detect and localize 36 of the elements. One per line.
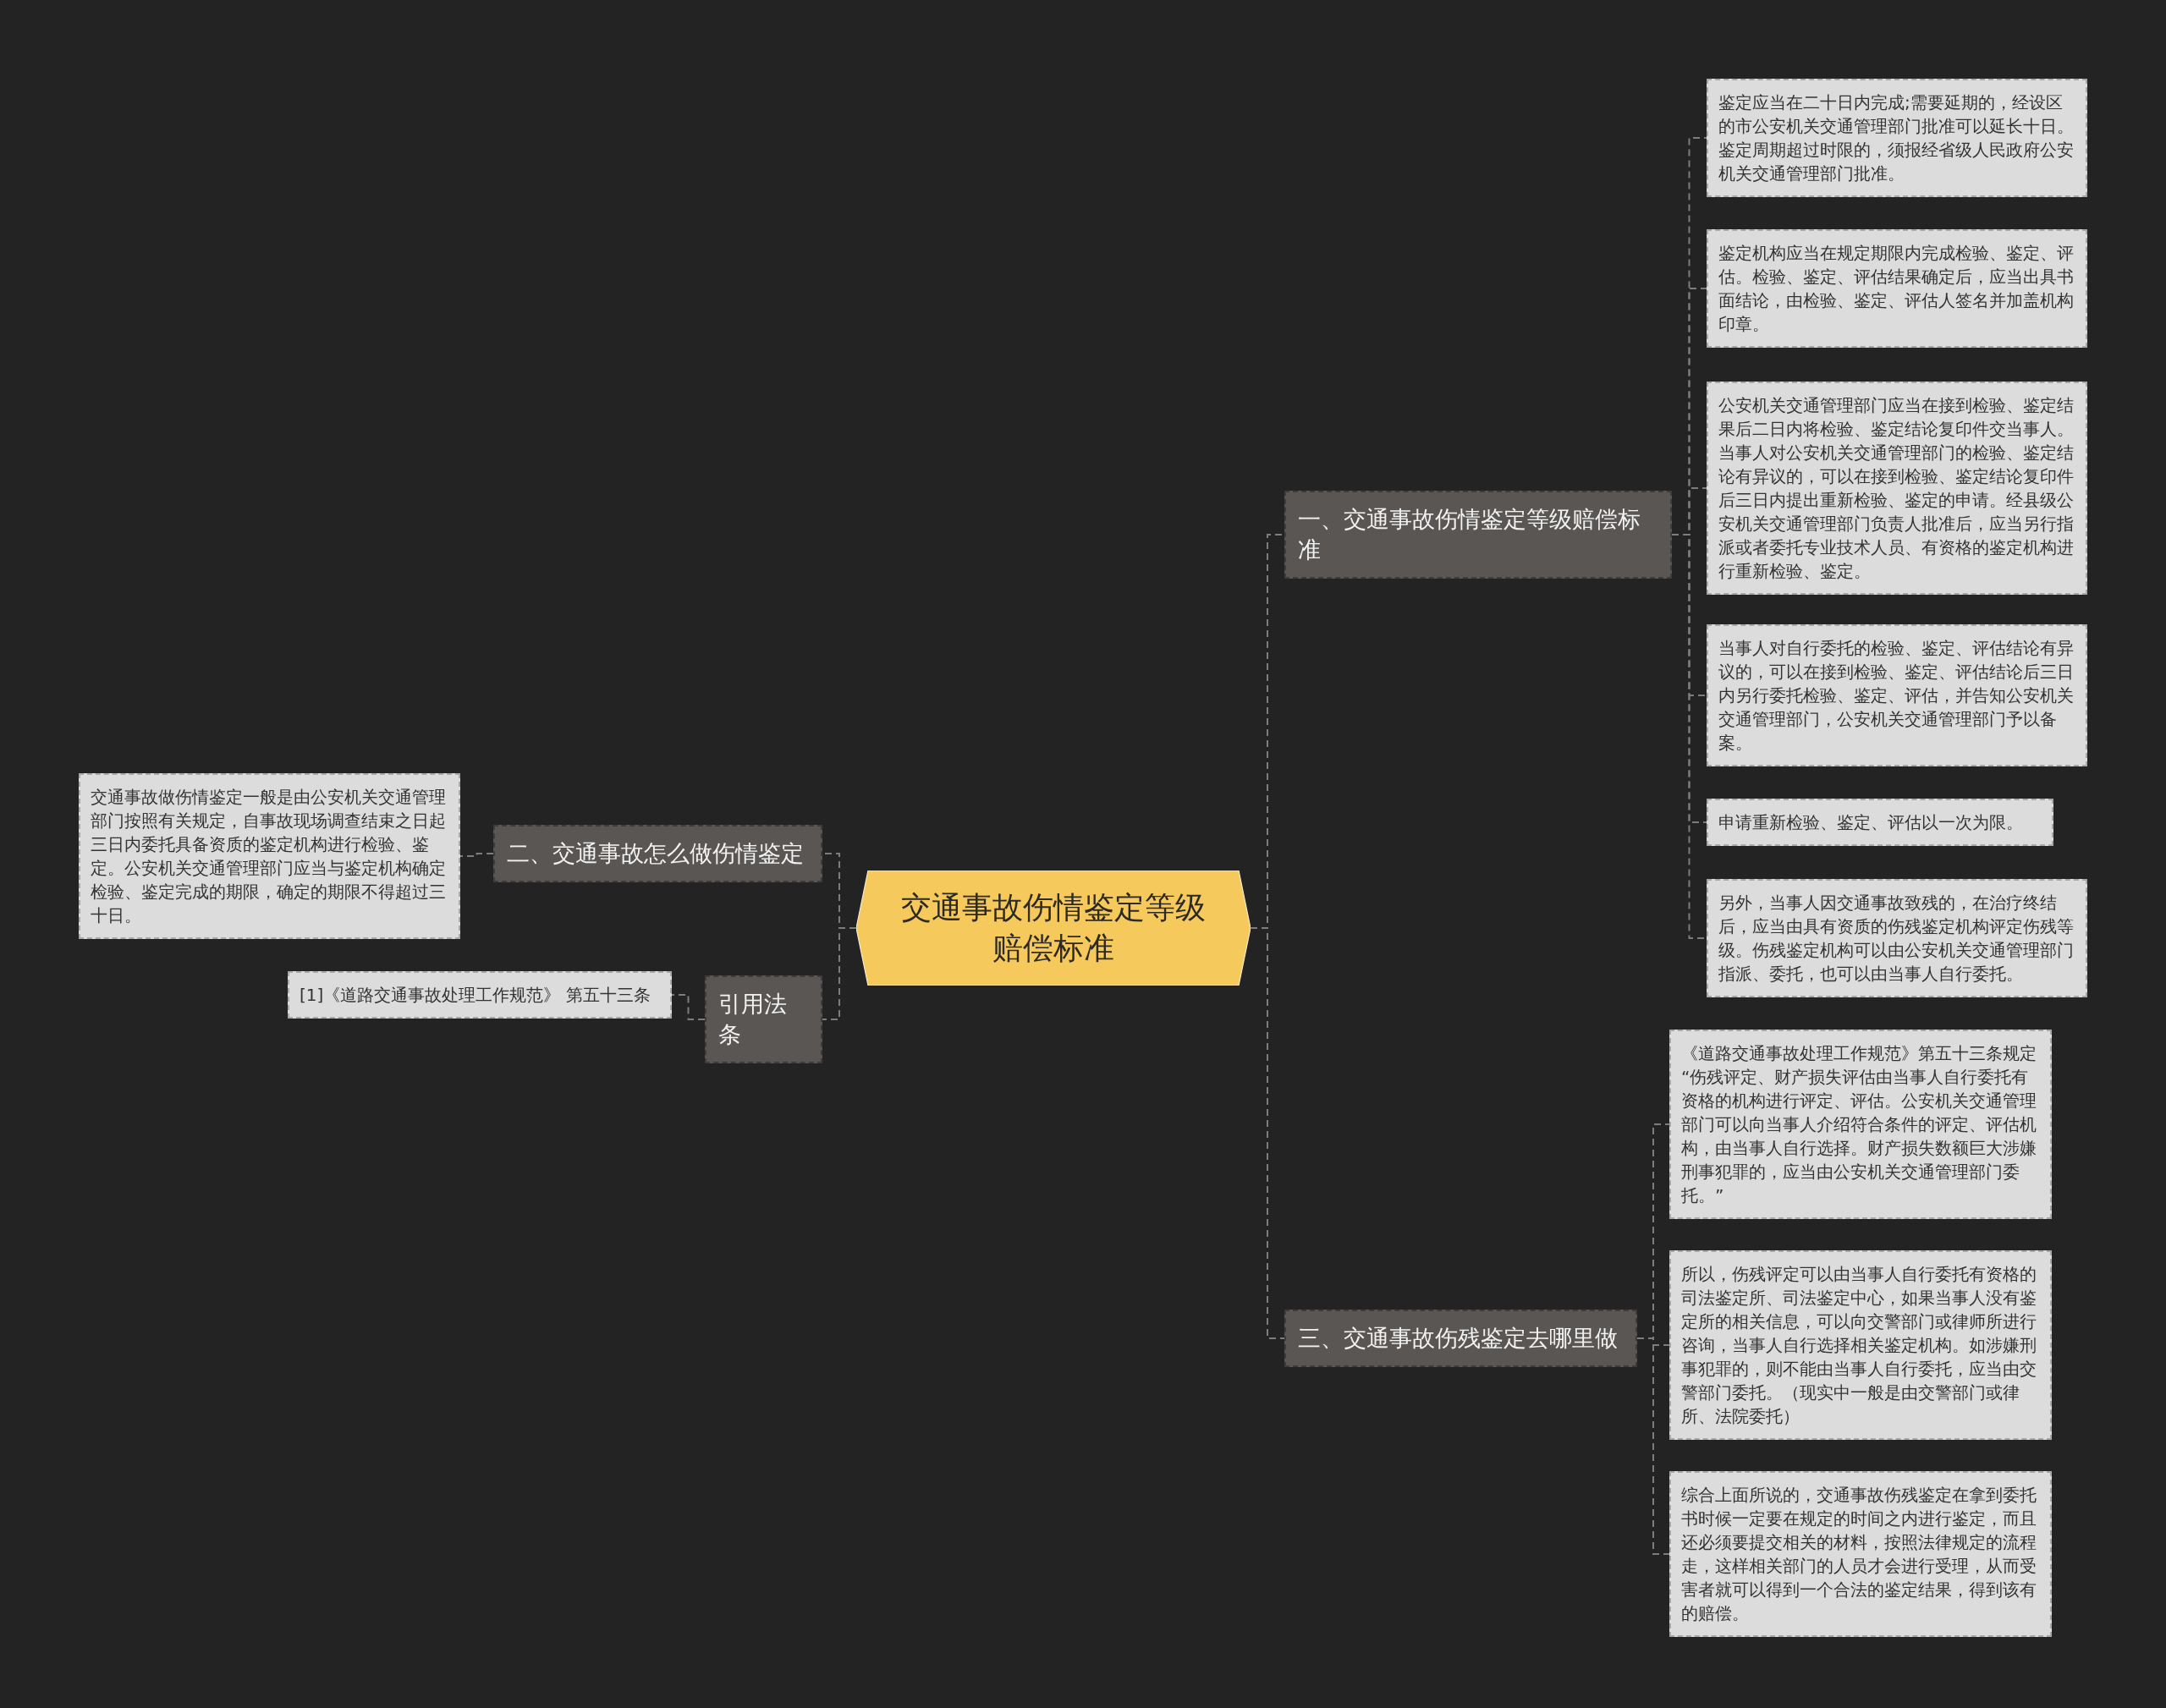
note-text: [1]《道路交通事故处理工作规范》 第五十三条 xyxy=(300,984,651,1007)
note-box xyxy=(1707,624,2087,766)
hexagon-node xyxy=(856,870,1251,986)
branch-title: 二、交通事故怎么做伤情鉴定 xyxy=(507,839,805,868)
note-text: 另外，当事人因交通事故致残的，在治疗终结后，应当由具有资质的伤残鉴定机构评定伤残等级。伤残鉴定机构可以由公安机关交通管理部门指派、委托，也可以由当事人自行委托。 xyxy=(1718,892,2075,986)
note-text: 所以，伤残评定可以由当事人自行委托有资格的司法鉴定所、司法鉴定中心，如果当事人没有鉴定所的相关信息，可以向交警部门或律师所进行咨询，当事人自行选择相关鉴定机构。如涉嫌刑事犯罪的，则不能由当事人自行委托，应当由交警部门委托。（现实中一般是由交警部门或律所、法院委托） xyxy=(1681,1263,2037,1428)
branch-box xyxy=(1284,1310,1637,1367)
branch-title: 三、交通事故伤残鉴定去哪里做 xyxy=(1298,1324,1619,1353)
note-text: 鉴定机构应当在规定期限内完成检验、鉴定、评估。检验、鉴定、评估结果确定后，应当出具书面结论，由检验、鉴定、评估人签名并加盖机构印章。 xyxy=(1718,242,2075,336)
note-box xyxy=(1707,229,2087,348)
note-text: 交通事故做伤情鉴定一般是由公安机关交通管理部门按照有关规定，自事故现场调查结束之日起三日内委托具备资质的鉴定机构进行检验、鉴定。公安机关交通管理部门应当与鉴定机构确定检验、鉴定完成的期限，确定的期限不得超过三十日。 xyxy=(91,786,447,927)
note-box xyxy=(1707,382,2087,595)
branch-box xyxy=(1284,491,1672,579)
note-text: 鉴定应当在二十日内完成;需要延期的，经设区的市公安机关交通管理部门批准可以延长十日。鉴定周期超过时限的，须报经省级人民政府公安机关交通管理部门批准。 xyxy=(1718,91,2075,185)
branch-title: 引用法条 xyxy=(718,990,788,1049)
root-title: 交通事故伤情鉴定等级赔偿标准 xyxy=(900,889,1207,967)
note-box xyxy=(1707,799,2053,846)
note-text: 当事人对自行委托的检验、鉴定、评估结论有异议的，可以在接到检验、鉴定、评估结论后三日内另行委托检验、鉴定、评估，并告知公安机关交通管理部门，公安机关交通管理部门予以备案。 xyxy=(1718,637,2075,755)
note-text: 综合上面所说的，交通事故伤残鉴定在拿到委托书时候一定要在规定的时间之内进行鉴定，而且还必须要提交相关的材料，按照法律规定的流程走，这样相关部门的人员才会进行受理，从而受害者就可以得到一个合法的鉴定结果，得到该有的赔偿。 xyxy=(1681,1484,2037,1625)
connector-line xyxy=(671,994,706,1020)
note-box xyxy=(1669,1471,2052,1637)
note-box xyxy=(1669,1250,2052,1440)
branch-box xyxy=(493,825,822,882)
connector-line xyxy=(1636,1337,1670,1555)
branch-box xyxy=(705,975,822,1063)
connector-line xyxy=(459,853,494,857)
note-text: 公安机关交通管理部门应当在接到检验、鉴定结果后二日内将检验、鉴定结论复印件交当事人。当事人对公安机关交通管理部门的检验、鉴定结论有异议的，可以在接到检验、鉴定结论复印件后三日内提出重新检验、鉴定的申请。经县级公安机关交通管理部门负责人批准后，应当另行指派或者委托专业技术人员、有资格的鉴定机构进行重新检验、鉴定。 xyxy=(1718,394,2075,583)
note-text: 申请重新检验、鉴定、评估以一次为限。 xyxy=(1718,811,2024,834)
note-box xyxy=(1669,1030,2052,1219)
branch-title: 一、交通事故伤情鉴定等级赔偿标准 xyxy=(1298,505,1641,564)
note-box xyxy=(79,773,460,939)
note-text: 《道路交通事故处理工作规范》第五十三条规定 “伤残评定、财产损失评估由当事人自行委托有资格的机构进行评定、评估。公安机关交通管理部门可以向当事人介绍符合条件的评定、评估机构，由当事人自行选择。财产损失数额巨大涉嫌刑事犯罪的，应当由公安机关交通管理部门委托。” xyxy=(1681,1042,2037,1207)
note-box xyxy=(1707,79,2087,197)
note-box xyxy=(1707,879,2087,997)
connector-line xyxy=(822,927,857,1020)
note-box xyxy=(288,971,672,1019)
